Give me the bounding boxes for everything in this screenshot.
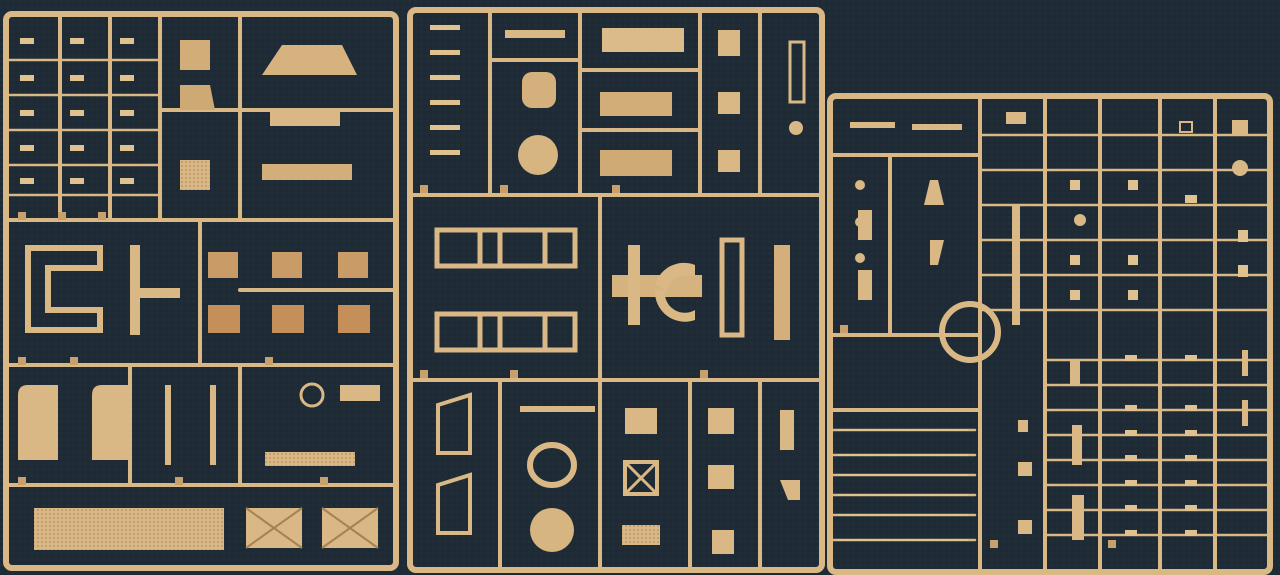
sprue-tabs	[18, 185, 1116, 548]
sprue-right-rods	[838, 429, 968, 541]
sprue-left-parts	[18, 38, 380, 550]
sprue-middle	[407, 7, 825, 573]
sprue-middle-frame	[407, 7, 825, 573]
sprue-right-ring	[939, 301, 1001, 363]
sprue-middle-parts	[430, 25, 806, 554]
sprue-right-parts	[850, 112, 1248, 540]
